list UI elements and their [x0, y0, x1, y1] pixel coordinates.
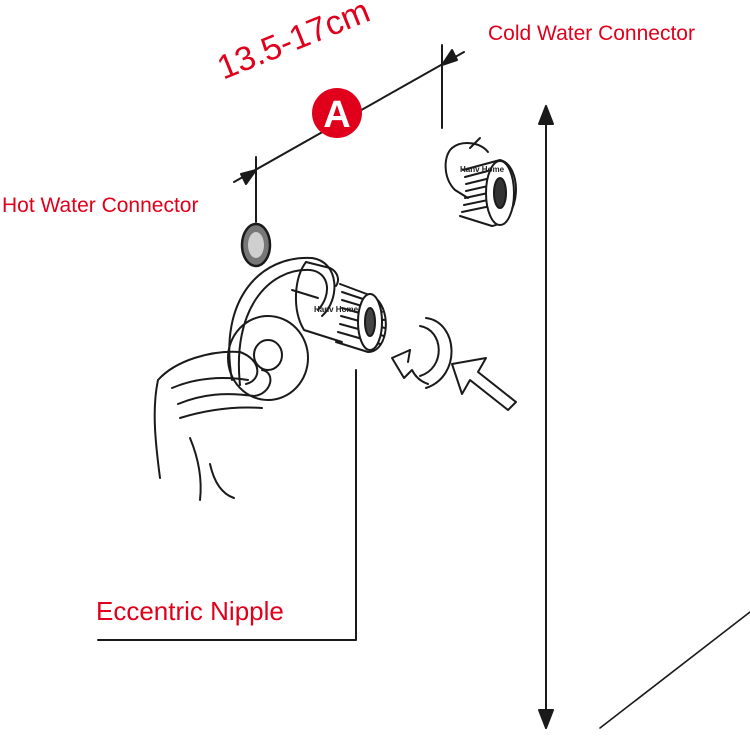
hot-connector-washer [240, 222, 272, 268]
eccentric-nipple-leader [97, 369, 357, 641]
hand-illustration [153, 350, 272, 501]
marker-a-letter: A [323, 94, 350, 136]
push-arrow [451, 357, 517, 411]
cold-water-connector [444, 137, 517, 227]
brand-mark: Hanv Home [460, 165, 505, 174]
hot-water-connector-body [291, 261, 387, 353]
eccentric-nipple-label: Eccentric Nipple [96, 596, 284, 626]
hot-water-connector-label: Hot Water Connector [2, 194, 199, 217]
cold-water-connector-label: Cold Water Connector [488, 22, 695, 45]
eccentric-nipple-thread [335, 283, 387, 353]
wall-edge-line [599, 611, 750, 729]
height-dimension-line [538, 105, 554, 729]
dimension-marker-a: A [312, 88, 362, 138]
brand-mark: Hanv Home [314, 305, 359, 314]
rotation-arrow [391, 317, 453, 389]
wall-flange-cover [227, 256, 336, 401]
cold-connector-thread [459, 159, 517, 227]
